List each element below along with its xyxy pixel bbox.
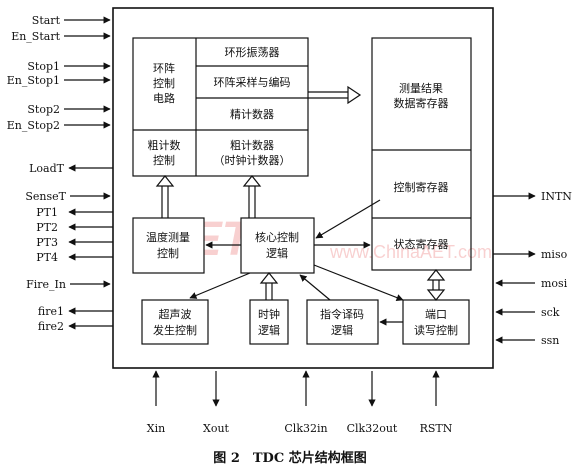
pin-en-stop2: En_Stop2 [7,119,60,132]
temp-ctrl-box [132,217,205,274]
pin-pt4: PT4 [36,251,58,264]
cmd-decode-box [306,299,379,345]
port-rw-box [402,299,470,345]
measurement-block [132,37,309,177]
core-logic-box [240,217,315,274]
ultrasonic-line1: 超声波 [159,307,192,321]
ring-sample-label: 环阵采样与编码 [214,75,291,89]
pin-ssn: ssn [541,334,559,347]
clock-logic-line2: 逻辑 [258,323,280,337]
left-pins [64,16,113,330]
coarse-counter-line2: （时钟计数器） [214,153,291,167]
ultrasonic-line2: 发生控制 [153,323,197,337]
temp-ctrl-line2: 控制 [157,246,179,260]
pin-sck: sck [541,306,560,319]
pin-pt2: PT2 [36,221,58,234]
pin-stop1: Stop1 [27,60,60,73]
core-logic-line1: 核心控制 [255,230,299,244]
ring-ctrl-line1: 环阵 [153,61,175,75]
clock-logic-line1: 时钟 [258,307,280,321]
pin-mosi: mosi [541,277,568,290]
clock-logic-box [249,299,289,345]
pin-loadt: LoadT [29,162,65,175]
cmd-decode-line1: 指令译码 [320,307,364,321]
coarse-counter-line1: 粗计数器 [230,139,274,152]
ring-ctrl-line3: 电路 [153,92,175,105]
cmd-decode-line2: 逻辑 [331,323,353,337]
pin-fire1: fire1 [38,305,64,318]
status-reg-label: 状态寄存器 [394,237,449,251]
pin-start: Start [32,14,61,27]
pin-xin: Xin [147,422,165,435]
pin-rstn: RSTN [420,422,453,435]
pin-pt3: PT3 [36,236,58,249]
coarse-ctrl-line1: 粗计数 [148,139,181,152]
connections [155,85,446,301]
pin-intn: INTN [541,190,572,203]
core-logic-line2: 逻辑 [266,246,288,260]
pin-en-start: En_Start [11,30,60,43]
ring-ctrl-line2: 控制 [153,76,175,90]
pin-pt1: PT1 [36,206,58,219]
pin-clk32out: Clk32out [347,422,398,435]
pin-senset: SenseT [25,190,66,203]
ultrasonic-box [141,299,209,345]
pin-fire-in: Fire_In [26,278,66,291]
control-reg-label: 控制寄存器 [394,180,449,194]
register-block [371,37,472,271]
signal-arrows [189,199,404,326]
coarse-ctrl-line2: 控制 [153,153,175,167]
port-rw-line2: 读写控制 [414,323,458,337]
pin-miso: miso [541,248,568,261]
bottom-pins [152,370,440,407]
chip-outline [112,7,494,369]
pin-clk32in: Clk32in [284,422,327,435]
pin-fire2: fire2 [38,320,64,333]
fine-counter-label: 精计数器 [230,108,274,121]
result-reg-line2: 数据寄存器 [394,96,449,110]
ring-osc-label: 环形振荡器 [225,45,280,59]
port-rw-line1: 端口 [425,308,447,321]
pin-stop2: Stop2 [27,103,60,116]
figure-caption: 图 2 TDC 芯片结构框图 [213,450,366,466]
pin-en-stop1: En_Stop1 [7,74,60,87]
result-reg-line1: 测量结果 [399,82,443,95]
right-pins [493,192,536,344]
temp-ctrl-line1: 温度测量 [146,230,190,244]
pin-xout: Xout [203,422,230,435]
